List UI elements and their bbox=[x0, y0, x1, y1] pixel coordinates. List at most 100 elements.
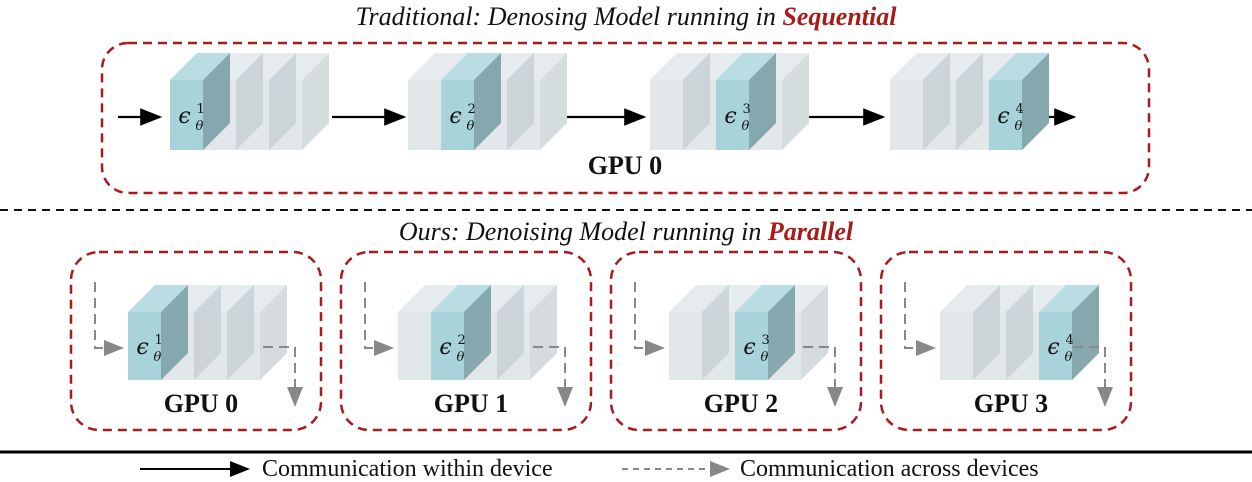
stack-side-face bbox=[260, 285, 287, 380]
stack-side-face bbox=[782, 53, 809, 150]
epsilon-subscript: θ bbox=[1065, 350, 1073, 365]
epsilon-superscript: 3 bbox=[743, 102, 751, 117]
slice-divider bbox=[702, 285, 729, 380]
active-slice-side bbox=[474, 53, 501, 150]
active-slice-top bbox=[431, 285, 491, 312]
output-dashed-arrow-gpu3 bbox=[1073, 346, 1113, 407]
slice-divider bbox=[923, 53, 950, 150]
epsilon-label: ϵ bbox=[1047, 335, 1059, 360]
input-dashed-arrow-gpu1 bbox=[364, 282, 394, 356]
stack-side-face bbox=[801, 285, 828, 380]
active-slice-side bbox=[768, 285, 795, 380]
output-dashed-arrow-gpu0 bbox=[263, 346, 303, 407]
epsilon-superscript: 1 bbox=[197, 102, 205, 117]
slice-divider bbox=[683, 53, 710, 150]
slice-divider bbox=[236, 53, 263, 150]
active-slice-side bbox=[203, 53, 230, 150]
slice-divider bbox=[973, 285, 1000, 380]
active-slice-front bbox=[431, 312, 464, 380]
active-slice-top bbox=[170, 53, 230, 80]
slice-divider bbox=[194, 285, 221, 380]
output-dashed-arrow-gpu1 bbox=[533, 346, 573, 407]
parallel-title-prefix: Ours: Denoising Model running in bbox=[398, 217, 768, 246]
epsilon-subscript: θ bbox=[154, 350, 162, 365]
active-slice-top bbox=[441, 53, 501, 80]
epsilon-subscript: θ bbox=[467, 119, 475, 134]
sequential-title-prefix: Traditional: Denosing Model running in bbox=[355, 2, 783, 31]
active-slice-front bbox=[128, 312, 161, 380]
active-slice-side bbox=[161, 285, 188, 380]
slice-divider bbox=[269, 53, 296, 150]
parallel-title-highlight: Parallel bbox=[767, 217, 854, 246]
parallel-title: Ours: Denoising Model running in Paralle… bbox=[0, 217, 1252, 247]
epsilon-superscript: 2 bbox=[468, 102, 476, 117]
device-box-gpu1 bbox=[339, 250, 593, 432]
epsilon-label: ϵ bbox=[136, 335, 148, 360]
active-slice-front bbox=[441, 80, 474, 150]
legend-solid-label: Communication within device bbox=[262, 456, 553, 482]
gpu-label-2: GPU 2 bbox=[703, 389, 779, 418]
active-slice-front bbox=[1039, 312, 1072, 380]
active-slice-top bbox=[989, 53, 1049, 80]
stack-side-face bbox=[540, 53, 567, 150]
input-dashed-arrow-gpu3 bbox=[904, 282, 936, 356]
slice-divider bbox=[497, 285, 524, 380]
active-slice-top bbox=[128, 285, 188, 312]
sequential-title-highlight: Sequential bbox=[782, 2, 897, 31]
epsilon-label: ϵ bbox=[997, 104, 1009, 129]
epsilon-subscript: θ bbox=[196, 119, 204, 134]
active-slice-front bbox=[735, 312, 768, 380]
active-slice-front bbox=[170, 80, 203, 150]
sequential-title: Traditional: Denosing Model running in S… bbox=[0, 2, 1252, 32]
slice-divider bbox=[956, 53, 983, 150]
epsilon-superscript: 4 bbox=[1016, 102, 1024, 117]
epsilon-subscript: θ bbox=[742, 119, 750, 134]
epsilon-label: ϵ bbox=[724, 104, 736, 129]
device-box-gpu3 bbox=[879, 250, 1133, 432]
active-slice-front bbox=[989, 80, 1022, 150]
epsilon-label: ϵ bbox=[439, 335, 451, 360]
stack-side-face bbox=[530, 285, 557, 380]
output-dashed-arrow-gpu2 bbox=[803, 346, 843, 407]
epsilon-label: ϵ bbox=[178, 104, 190, 129]
active-slice-top bbox=[735, 285, 795, 312]
epsilon-subscript: θ bbox=[457, 350, 465, 365]
gpu-label-0: GPU 0 bbox=[163, 389, 239, 418]
sequential-device-box bbox=[100, 41, 1151, 195]
active-slice-side bbox=[464, 285, 491, 380]
slice-divider bbox=[1006, 285, 1033, 380]
input-dashed-arrow-gpu0 bbox=[94, 282, 124, 356]
active-slice-side bbox=[1022, 53, 1049, 150]
gpu-label-1: GPU 1 bbox=[433, 389, 509, 418]
slice-divider bbox=[507, 53, 534, 150]
epsilon-subscript: θ bbox=[761, 350, 769, 365]
device-box-gpu2 bbox=[609, 250, 863, 432]
device-box-gpu0 bbox=[69, 250, 323, 432]
epsilon-subscript: θ bbox=[1015, 119, 1023, 134]
active-slice-front bbox=[716, 80, 749, 150]
active-slice-top bbox=[1039, 285, 1099, 312]
active-slice-top bbox=[716, 53, 776, 80]
gpu-label-3: GPU 3 bbox=[973, 389, 1049, 418]
epsilon-superscript: 3 bbox=[762, 333, 770, 348]
legend-dashed-label: Communication across devices bbox=[740, 456, 1039, 482]
epsilon-superscript: 2 bbox=[458, 333, 466, 348]
epsilon-superscript: 1 bbox=[155, 333, 163, 348]
epsilon-label: ϵ bbox=[449, 104, 461, 129]
slice-divider bbox=[227, 285, 254, 380]
epsilon-superscript: 4 bbox=[1066, 333, 1074, 348]
sequential-gpu-label: GPU 0 bbox=[587, 151, 663, 180]
epsilon-label: ϵ bbox=[743, 335, 755, 360]
active-slice-side bbox=[1072, 285, 1099, 380]
input-dashed-arrow-gpu2 bbox=[634, 282, 665, 356]
stack-side-face bbox=[302, 53, 329, 150]
